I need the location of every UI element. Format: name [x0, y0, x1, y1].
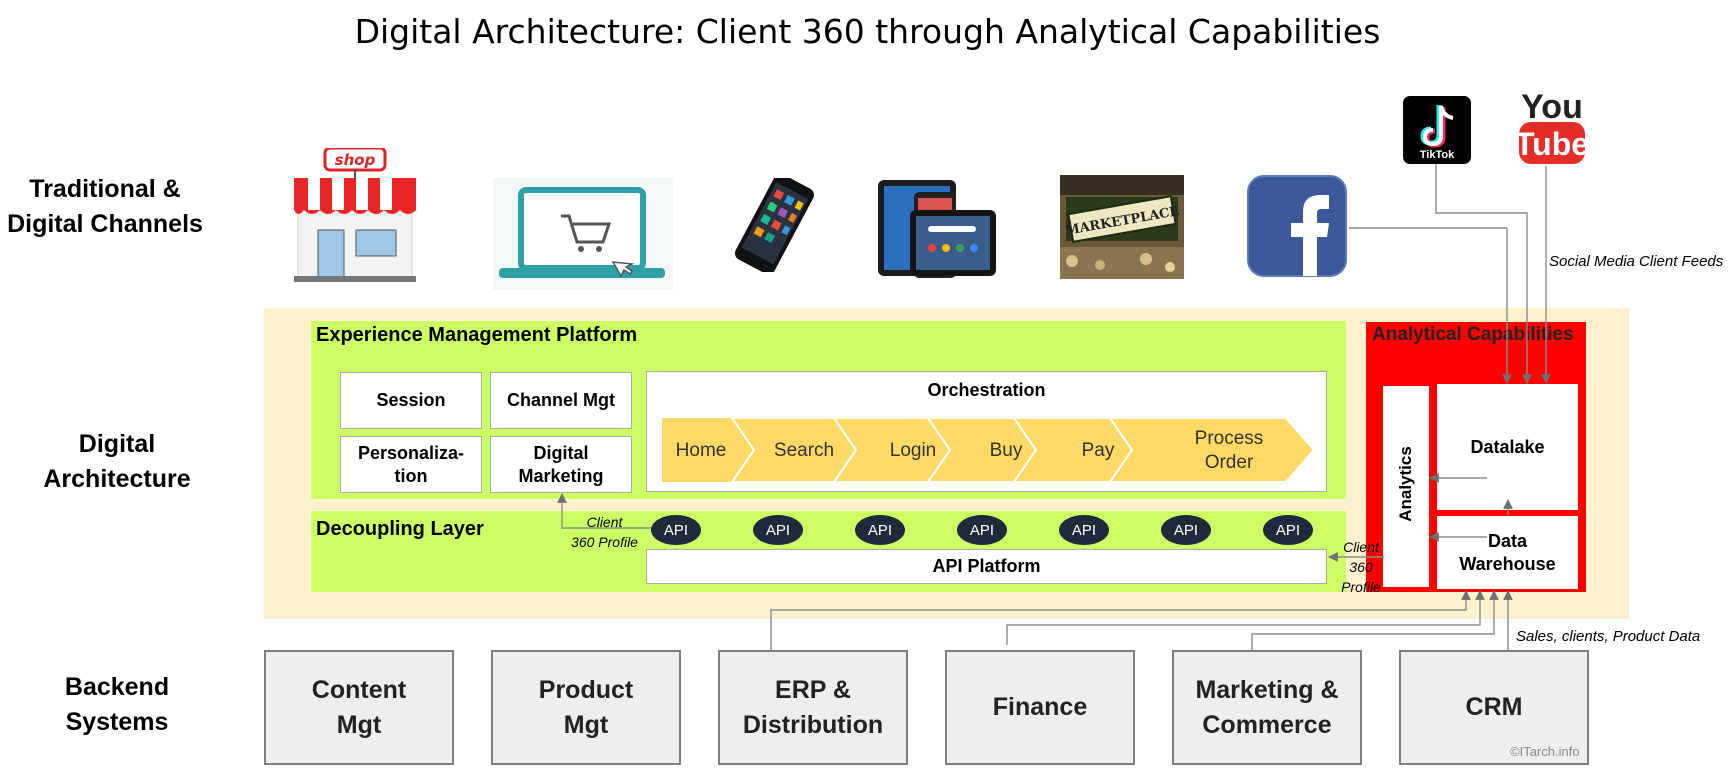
backend-erp-distribution: ERP & Distribution: [718, 650, 908, 765]
label-line: Client: [1343, 539, 1379, 555]
facebook-icon: [1247, 175, 1347, 277]
channel-mgt-box: Channel Mgt: [490, 372, 632, 429]
row-label-line: Digital Channels: [7, 210, 203, 238]
backend-crm: CRM: [1399, 650, 1589, 765]
step-pay: Pay: [1081, 440, 1115, 461]
box-line: Personaliza-: [357, 442, 465, 463]
api-node-2: API: [753, 515, 803, 545]
page-title: Digital Architecture: Client 360 through…: [354, 12, 1381, 51]
ecommerce-laptop-icon: [493, 178, 673, 290]
chevron-home: [662, 418, 762, 482]
decoupling-layer-title: Decoupling Layer: [316, 518, 484, 540]
row-label-architecture: Digital Architecture: [2, 427, 232, 497]
backend-finance: Finance: [945, 650, 1135, 765]
datalake-box: Datalake: [1437, 384, 1578, 510]
row-label-line: Traditional &: [29, 175, 181, 203]
tiktok-icon: TikTok: [1403, 96, 1471, 164]
label-line: Profile: [1341, 579, 1381, 595]
backend-product-mgt: Product Mgt: [491, 650, 681, 765]
experience-platform-title: Experience Management Platform: [316, 324, 638, 346]
backend-line: Content: [311, 675, 407, 704]
box-line: Warehouse: [1459, 553, 1556, 574]
backend-line: Product: [538, 675, 634, 704]
analytics-label: Analytics: [1396, 446, 1415, 522]
box-line: Data: [1487, 530, 1527, 551]
backend-line: CRM: [1465, 693, 1523, 721]
tiktok-label: TikTok: [1420, 149, 1455, 161]
backend-content-mgt: Content Mgt: [264, 650, 454, 765]
row-label-line: Backend: [64, 673, 170, 701]
copyright-label: ©ITarch.info: [1510, 744, 1580, 759]
client-profile-label: Client 360 Profile: [562, 512, 647, 552]
api-node-6: API: [1161, 515, 1211, 545]
youtube-bottom-text: Tube: [1517, 126, 1587, 162]
backend-line: Finance: [992, 693, 1088, 721]
row-label-line: Systems: [65, 708, 169, 736]
api-node-5: API: [1059, 515, 1109, 545]
marketplace-icon: MARKETPLACE: [1060, 175, 1184, 279]
digital-marketing-box: Digital Marketing: [490, 436, 632, 493]
api-node-4: API: [957, 515, 1007, 545]
backend-marketing-commerce: Marketing & Commerce: [1172, 650, 1362, 765]
chevron-process-order: [1108, 418, 1316, 483]
session-box: Session: [340, 372, 482, 429]
backend-line: ERP &: [775, 675, 851, 704]
step-search: Search: [773, 440, 835, 461]
step-login: Login: [889, 440, 937, 461]
orchestration-flow: [662, 418, 1316, 483]
row-label-channels: Traditional & Digital Channels: [0, 172, 220, 242]
box-line: tion: [394, 465, 428, 486]
row-label-line: Digital: [78, 430, 156, 458]
youtube-top-text: You: [1521, 88, 1583, 126]
social-feed-label: Social Media Client Feeds: [1549, 253, 1724, 270]
orchestration-title: Orchestration: [927, 380, 1046, 400]
step-buy: Buy: [989, 440, 1023, 461]
youtube-icon: You Tube: [1517, 88, 1587, 164]
personalization-box: Personaliza- tion: [340, 436, 482, 493]
backend-line: Marketing &: [1195, 675, 1339, 704]
api-node-3: API: [855, 515, 905, 545]
step-home: Home: [675, 440, 727, 461]
shop-icon: shop: [294, 148, 416, 282]
box-line: Marketing: [518, 465, 604, 486]
backend-line: Distribution: [742, 710, 884, 739]
label-line: 360: [1349, 559, 1373, 575]
api-node-7: API: [1263, 515, 1313, 545]
api-node-1: API: [651, 515, 701, 545]
smartphone-icon: [734, 178, 814, 272]
box-line: Digital: [533, 442, 589, 463]
backend-line: Mgt: [563, 710, 609, 739]
analytics-box: [1383, 386, 1429, 587]
sales-data-label: Sales, clients, Product Data: [1516, 628, 1701, 645]
tablets-icon: [878, 180, 996, 278]
row-label-line: Architecture: [43, 465, 191, 493]
backend-line: Mgt: [336, 710, 382, 739]
backend-line: Commerce: [1202, 710, 1332, 739]
client-360-profile-label: Client 360 Profile: [1326, 537, 1396, 597]
shop-sign-text: shop: [335, 151, 376, 169]
data-warehouse-box: Data Warehouse: [1437, 516, 1578, 589]
row-label-backend: Backend Systems: [2, 670, 232, 740]
api-platform-box: API Platform: [646, 549, 1327, 584]
label-line: Client: [586, 514, 623, 530]
analytical-capabilities-title: Analytical Capabilities: [1372, 324, 1574, 345]
step-process-order: Process Order: [1194, 428, 1264, 473]
label-line: 360 Profile: [571, 534, 638, 550]
